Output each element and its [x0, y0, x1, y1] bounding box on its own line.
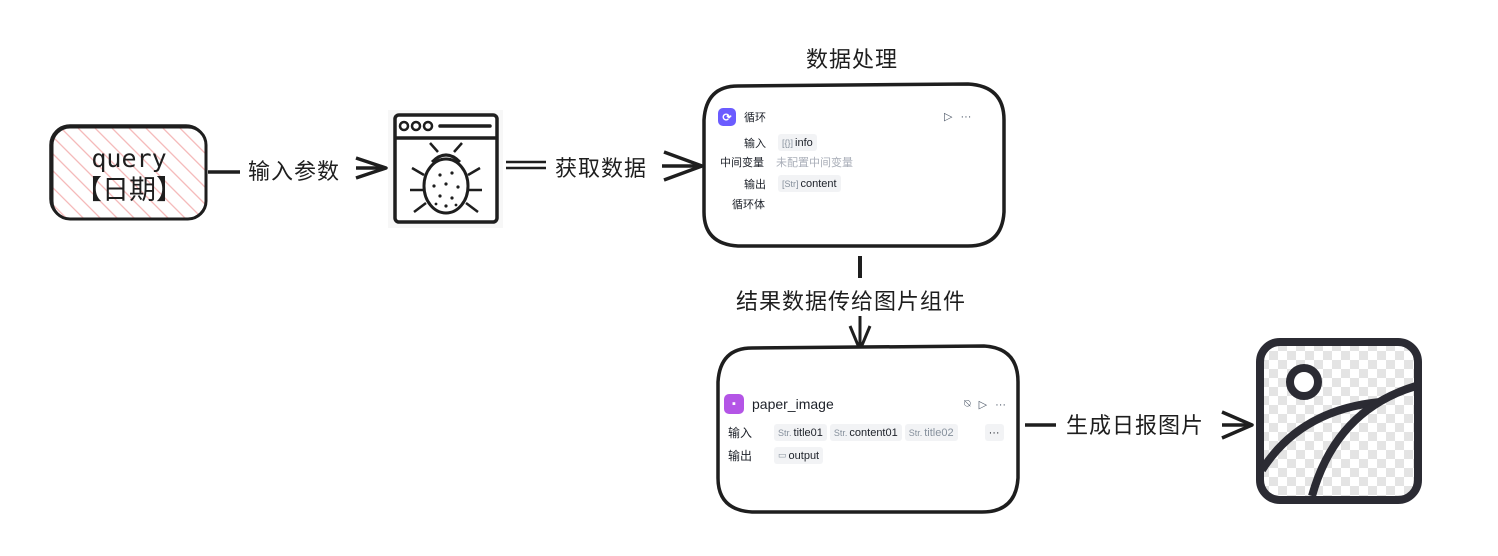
edge-image-to-output: [1025, 410, 1254, 440]
loop-node-title: 循环: [744, 112, 766, 124]
image-more-button[interactable]: ···: [995, 398, 1007, 411]
image-placeholder-icon: [1256, 338, 1422, 504]
loop-input-tag: [{}]info: [778, 134, 817, 151]
loop-node-frame: [702, 82, 1006, 248]
loop-body-label: 循环体: [732, 199, 765, 211]
image-input-label: 输入: [728, 426, 753, 440]
image-input-tag: Str.title02: [904, 424, 958, 441]
edge-label-pass-results: 结果数据传给图片组件: [736, 290, 967, 315]
query-date-label: 【日期】: [75, 175, 183, 206]
loop-node[interactable]: ⟳ 循环 ▷ ··· 输入 [{}]info 中间变量 未配置中间变量 输出 […: [716, 106, 986, 216]
edge-label-fetch-data: 获取数据: [555, 157, 648, 182]
image-input-more[interactable]: ···: [984, 424, 1004, 441]
loop-input-label: 输入: [744, 137, 766, 150]
bug-browser-icon: [388, 110, 503, 228]
loop-output-label: 输出: [744, 178, 766, 191]
edge-query-to-crawler: [208, 156, 388, 180]
query-node[interactable]: [49, 124, 208, 221]
query-node-text: query 【日期】: [54, 132, 204, 220]
loop-output-tag: [Str]content: [778, 175, 841, 192]
loop-middle-label: 中间变量: [720, 157, 764, 169]
run-icon[interactable]: ▷: [944, 111, 953, 123]
image-output-label: 输出: [728, 449, 753, 463]
edge-crawler-to-loop: [506, 150, 704, 182]
edge-label-generate-image: 生成日报图片: [1066, 414, 1205, 439]
image-node-title: paper_image: [752, 396, 834, 412]
query-label: query: [91, 144, 167, 173]
group-title: 数据处理: [806, 48, 899, 73]
loop-icon: ⟳: [718, 108, 736, 126]
image-input-tag: Str.content01: [829, 424, 902, 441]
loop-more-button[interactable]: ···: [960, 110, 972, 123]
image-output-tag: ▭output: [774, 447, 824, 464]
image-input-tag: Str.title01: [774, 424, 827, 441]
edge-label-input-params: 输入参数: [248, 160, 341, 185]
mute-icon[interactable]: ⍉: [964, 398, 971, 410]
plugin-icon: ▪: [724, 394, 744, 414]
run-icon[interactable]: ▷: [978, 399, 988, 411]
loop-middle-value: 未配置中间变量: [776, 157, 853, 169]
